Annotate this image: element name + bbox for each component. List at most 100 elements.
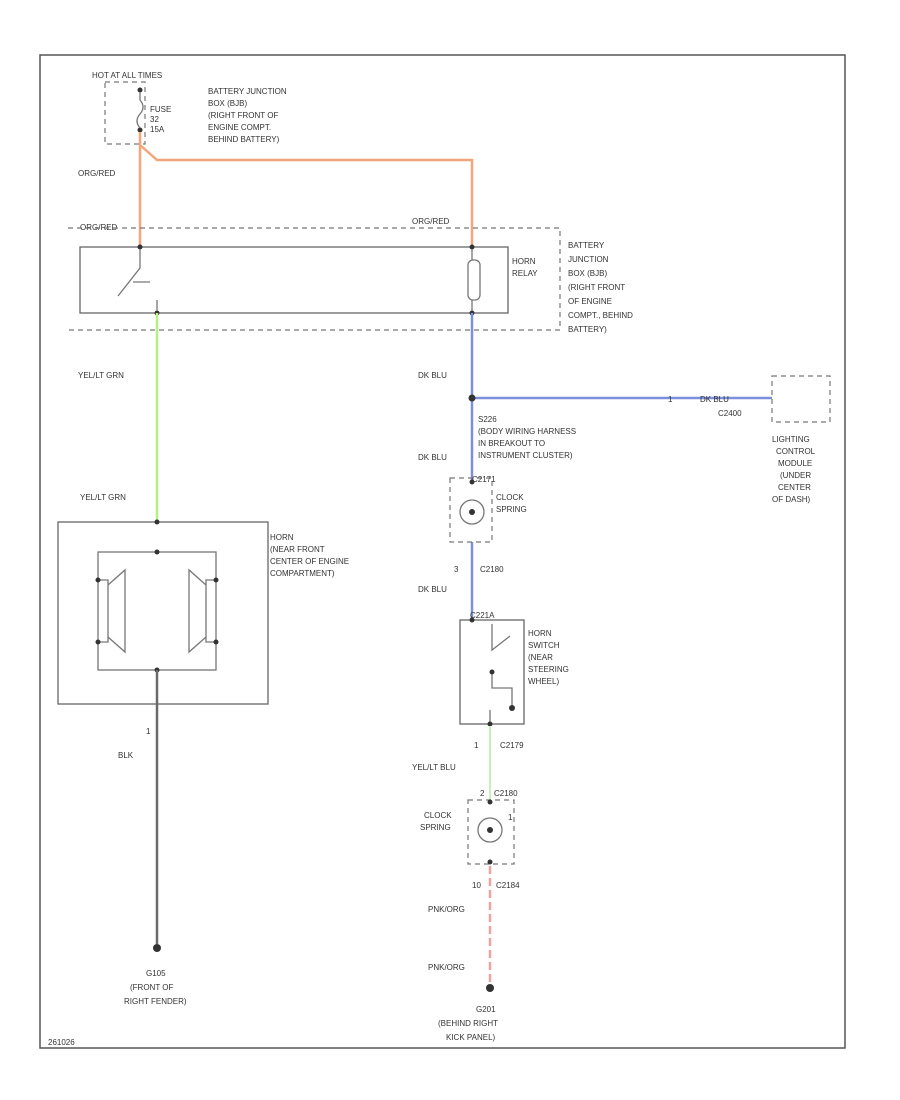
s226-line-2: (BODY WIRING HARNESS (478, 427, 576, 436)
relay-terminal-3 (137, 244, 143, 250)
clock-spring-1-outline (449, 477, 493, 543)
fuse-bjb-line-1: BATTERY JUNCTION (208, 87, 287, 96)
c2179-label: C2179 (500, 741, 524, 750)
g105-line-2: RIGHT FENDER) (124, 997, 187, 1006)
horn-line-1: HORN (270, 533, 294, 542)
horn-left-lower-terminal (95, 639, 101, 645)
s226-line-3: IN BREAKOUT TO (478, 439, 545, 448)
yel-grn-label-1: YEL/LT GRN (78, 371, 124, 380)
clock-spring-2-connector: C2180 (494, 789, 518, 798)
horn-switch-top-terminal (469, 617, 475, 623)
horn-inner-circuit (97, 551, 217, 671)
relay-bjb-outline (68, 227, 561, 331)
clock-spring-2-pin-side: 1 (508, 813, 513, 822)
footer-code: 261026 (48, 1038, 75, 1047)
horn-line-4: COMPARTMENT) (270, 569, 335, 578)
c2180-label: C2180 (480, 565, 504, 574)
relay-switch-icon (117, 249, 158, 311)
clock-spring-2-terminal (487, 799, 493, 805)
dk-blu-label-3: DK BLU (418, 585, 447, 594)
horn-switch-line-3: (NEAR (528, 653, 553, 662)
fuse-label: FUSE (150, 105, 171, 114)
yel-grn-label-2: YEL/LT GRN (80, 493, 126, 502)
relay-bjb-line-6: COMPT., BEHIND (568, 311, 633, 320)
relay-bjb-line-1: BATTERY (568, 241, 605, 250)
dk-blu-wire (470, 313, 772, 618)
clock-spring-1-terminal (469, 479, 475, 485)
g201-line-1: (BEHIND RIGHT (438, 1019, 498, 1028)
dk-blu-label-2: DK BLU (418, 453, 447, 462)
s226-line-1: S226 (478, 415, 497, 424)
horn-left-upper-terminal (95, 577, 101, 583)
g105-ground (153, 944, 161, 952)
clock-spring-2-pin-top: 2 (480, 789, 485, 798)
relay-bjb-line-7: BATTERY) (568, 325, 607, 334)
org-red-label-1: ORG/RED (78, 169, 116, 178)
horn-outer-box (57, 521, 269, 705)
clock-spring-1-line-1: CLOCK (496, 493, 524, 502)
g201-id: G201 (476, 1005, 496, 1014)
clock-spring-2-icon (477, 817, 503, 843)
fuse-bottom-terminal (137, 127, 143, 133)
horn-speaker-right-icon (188, 568, 216, 654)
horn-switch-ground (509, 705, 515, 711)
s226-line-4: INSTRUMENT CLUSTER) (478, 451, 573, 460)
horn-relay-box (79, 246, 509, 314)
g105-line-1: (FRONT OF (130, 983, 174, 992)
g201-line-2: KICK PANEL) (446, 1033, 496, 1042)
fuse-number: 32 (150, 115, 159, 124)
lcm-pin: 1 (668, 395, 673, 404)
pnk-org-label-2: PNK/ORG (428, 963, 465, 972)
g105-id: G105 (146, 969, 166, 978)
dk-blu-lcm-label: DK BLU (700, 395, 729, 404)
s226-splice (468, 394, 476, 402)
relay-bjb-line-2: JUNCTION (568, 255, 609, 264)
fuse-bjb-line-4: ENGINE COMPT. (208, 123, 271, 132)
horn-relay-line-1: HORN (512, 257, 536, 266)
org-red-wire (138, 132, 474, 247)
horn-top-junction (154, 549, 160, 555)
clock-spring-1-line-2: SPRING (496, 505, 527, 514)
fuse-rating: 15A (150, 125, 165, 134)
horn-switch-line-2: SWITCH (528, 641, 560, 650)
clock-spring-2-bottom-terminal (487, 859, 493, 865)
clock-spring-1-connector: C2171 (472, 475, 496, 484)
c2179-pin: 1 (474, 741, 479, 750)
lcm-line-4: (UNDER (780, 471, 811, 480)
horn-speaker-left-icon (98, 568, 126, 654)
horn-line-3: CENTER OF ENGINE (270, 557, 349, 566)
dk-blu-label-1: DK BLU (418, 371, 447, 380)
clock-spring-1-icon (459, 499, 485, 525)
relay-bjb-line-3: BOX (BJB) (568, 269, 607, 278)
horn-switch-connector: C221A (470, 611, 495, 620)
horn-top-terminal (154, 519, 160, 525)
horn-switch-icon (489, 624, 513, 722)
horn-right-lower-terminal (213, 639, 219, 645)
c2179-terminal (487, 721, 493, 727)
org-red-label-3: ORG/RED (412, 217, 450, 226)
relay-coil-icon (467, 259, 481, 301)
horn-right-upper-terminal (213, 577, 219, 583)
pnk-org-label-1: PNK/ORG (428, 905, 465, 914)
clock-spring-2-line-2: SPRING (420, 823, 451, 832)
lcm-outline (771, 375, 831, 423)
horn-switch-line-4: STEERING (528, 665, 569, 674)
clock-spring-2-center (487, 827, 493, 833)
relay-bjb-line-5: OF ENGINE (568, 297, 612, 306)
horn-switch-line-1: HORN (528, 629, 552, 638)
lcm-line-5: CENTER (778, 483, 811, 492)
diagram-frame (39, 54, 846, 1049)
clock-spring-2-line-1: CLOCK (424, 811, 452, 820)
lcm-line-2: CONTROL (776, 447, 816, 456)
fuse-bjb-line-5: BEHIND BATTERY) (208, 135, 280, 144)
relay-bjb-line-4: (RIGHT FRONT (568, 283, 625, 292)
c2184-label: C2184 (496, 881, 520, 890)
fuse-top-terminal (137, 87, 143, 93)
horn-line-2: (NEAR FRONT (270, 545, 325, 554)
lcm-line-3: MODULE (778, 459, 812, 468)
lcm-line-6: OF DASH) (772, 495, 811, 504)
horn-pin: 1 (146, 727, 151, 736)
yel-blu-label: YEL/LT BLU (412, 763, 456, 772)
lcm-connector: C2400 (718, 409, 742, 418)
